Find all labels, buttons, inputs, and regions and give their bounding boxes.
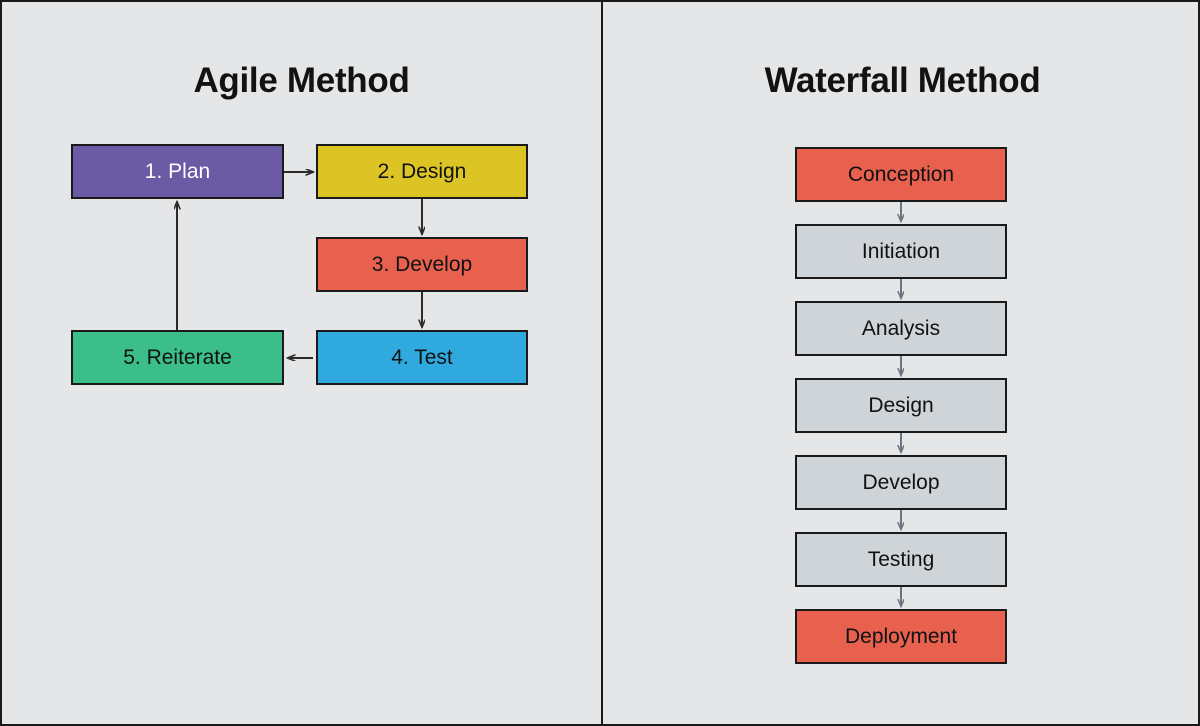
waterfall-node-testing[interactable]: Testing xyxy=(795,532,1007,587)
waterfall-node-conception-label: Conception xyxy=(847,163,955,186)
waterfall-node-testing-label: Testing xyxy=(867,548,935,571)
agile-panel-title: Agile Method xyxy=(193,61,410,100)
agile-node-test[interactable]: 4. Test xyxy=(316,330,528,385)
waterfall-node-conception[interactable]: Conception xyxy=(795,147,1007,202)
agile-node-reiterate[interactable]: 5. Reiterate xyxy=(71,330,284,385)
waterfall-node-analysis[interactable]: Analysis xyxy=(795,301,1007,356)
panel-divider xyxy=(601,2,603,724)
waterfall-node-design[interactable]: Design xyxy=(795,378,1007,433)
waterfall-node-develop-label: Develop xyxy=(862,471,940,494)
waterfall-node-initiation-label: Initiation xyxy=(861,240,941,263)
waterfall-node-deployment[interactable]: Deployment xyxy=(795,609,1007,664)
waterfall-node-deployment-label: Deployment xyxy=(844,625,958,648)
agile-node-develop[interactable]: 3. Develop xyxy=(316,237,528,292)
waterfall-node-develop[interactable]: Develop xyxy=(795,455,1007,510)
agile-node-design-label: 2. Design xyxy=(377,160,467,183)
waterfall-node-initiation[interactable]: Initiation xyxy=(795,224,1007,279)
agile-node-plan-label: 1. Plan xyxy=(144,160,211,183)
agile-node-test-label: 4. Test xyxy=(391,346,453,369)
agile-node-plan[interactable]: 1. Plan xyxy=(71,144,284,199)
waterfall-panel-title: Waterfall Method xyxy=(764,61,1041,100)
waterfall-node-design-label: Design xyxy=(868,394,934,417)
agile-node-design[interactable]: 2. Design xyxy=(316,144,528,199)
agile-panel: Agile Method 1. Plan 2. Design xyxy=(2,2,601,724)
waterfall-node-analysis-label: Analysis xyxy=(861,317,941,340)
agile-node-reiterate-label: 5. Reiterate xyxy=(123,346,232,369)
agile-node-develop-label: 3. Develop xyxy=(371,253,473,276)
